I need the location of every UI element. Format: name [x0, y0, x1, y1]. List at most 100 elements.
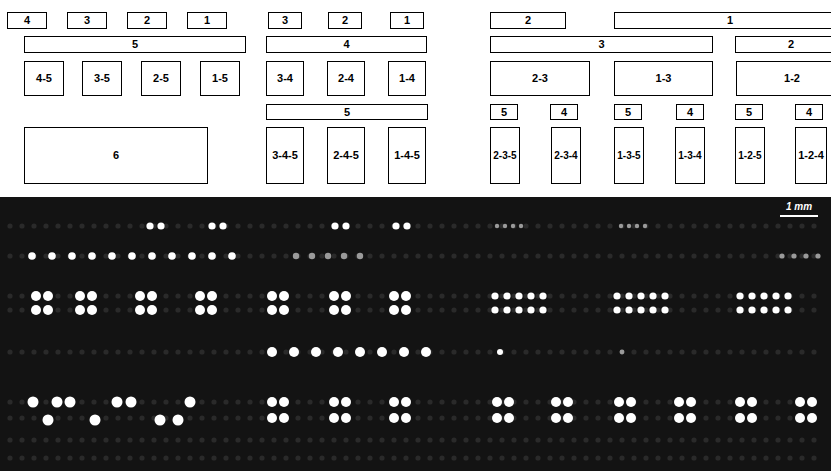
spot [175, 455, 180, 460]
spot [619, 253, 624, 258]
box-label: 1-3-4 [678, 151, 701, 161]
spot [235, 223, 240, 228]
spot [31, 291, 41, 301]
spot [547, 437, 552, 442]
spot [595, 415, 600, 420]
spot [293, 253, 299, 259]
spot [43, 305, 53, 315]
spot [527, 306, 534, 313]
spot [463, 293, 468, 298]
spot [7, 437, 12, 442]
spot [247, 399, 252, 404]
spot [475, 307, 480, 312]
box-label: 1-3 [656, 73, 672, 84]
spot [703, 455, 708, 460]
spot [55, 307, 60, 312]
spot [247, 455, 252, 460]
spot [784, 306, 791, 313]
layout-box: 1-5 [200, 61, 240, 96]
spot [748, 306, 755, 313]
spot [139, 437, 144, 442]
spot [271, 455, 276, 460]
spot [115, 415, 120, 420]
spot [691, 223, 696, 228]
spot [235, 293, 240, 298]
spot [791, 253, 796, 258]
spot [65, 397, 76, 408]
box-label: 5 [746, 107, 752, 118]
spot [235, 399, 240, 404]
spot [727, 415, 732, 420]
spot [523, 223, 528, 228]
spot [703, 293, 708, 298]
spot [631, 455, 636, 460]
spot [87, 291, 97, 301]
spot [199, 349, 204, 354]
spot [527, 292, 534, 299]
spot [735, 413, 745, 423]
box-label: 3-4 [277, 73, 293, 84]
spot [691, 293, 696, 298]
spot [401, 413, 411, 423]
spot [391, 437, 396, 442]
spot [7, 349, 12, 354]
spot [267, 305, 277, 315]
spot [607, 293, 612, 298]
spot [751, 437, 756, 442]
spot [571, 437, 576, 442]
spot [463, 399, 468, 404]
spot [357, 253, 363, 259]
spot [271, 253, 276, 258]
spot [799, 349, 804, 354]
layout-box: 2 [127, 12, 167, 29]
spot [90, 415, 101, 426]
spot [799, 307, 804, 312]
spot [415, 293, 420, 298]
spot [772, 306, 779, 313]
spot [655, 399, 660, 404]
spot [247, 307, 252, 312]
spot [799, 455, 804, 460]
spot [307, 223, 312, 228]
spot [355, 293, 360, 298]
spot [427, 307, 432, 312]
spot [415, 437, 420, 442]
spot [427, 399, 432, 404]
spot [43, 455, 48, 460]
spot [223, 293, 228, 298]
layout-box: 1-4-5 [388, 127, 426, 184]
spot [267, 291, 277, 301]
scale-bar [780, 215, 818, 217]
spot [511, 223, 516, 228]
box-label: 1 [727, 15, 733, 26]
spot [451, 307, 456, 312]
spot [559, 223, 564, 228]
spot [439, 253, 444, 258]
spot [463, 253, 468, 258]
spot [259, 293, 264, 298]
spot [495, 224, 499, 228]
box-label: 2-5 [153, 73, 169, 84]
spot [379, 293, 384, 298]
spot [341, 253, 347, 259]
spot [799, 293, 804, 298]
spot [279, 291, 289, 301]
spot [535, 437, 540, 442]
spot [535, 223, 540, 228]
spot [389, 291, 399, 301]
spot [67, 223, 72, 228]
spot [115, 307, 120, 312]
spot [679, 223, 684, 228]
spot [271, 437, 276, 442]
spot [763, 437, 768, 442]
box-label: 4 [687, 107, 693, 118]
spot [355, 347, 365, 357]
spot [319, 307, 324, 312]
spot [571, 307, 576, 312]
spot [228, 252, 236, 260]
spot [607, 307, 612, 312]
spot [67, 307, 72, 312]
spot [439, 223, 444, 228]
spot [655, 437, 660, 442]
spot [715, 307, 720, 312]
